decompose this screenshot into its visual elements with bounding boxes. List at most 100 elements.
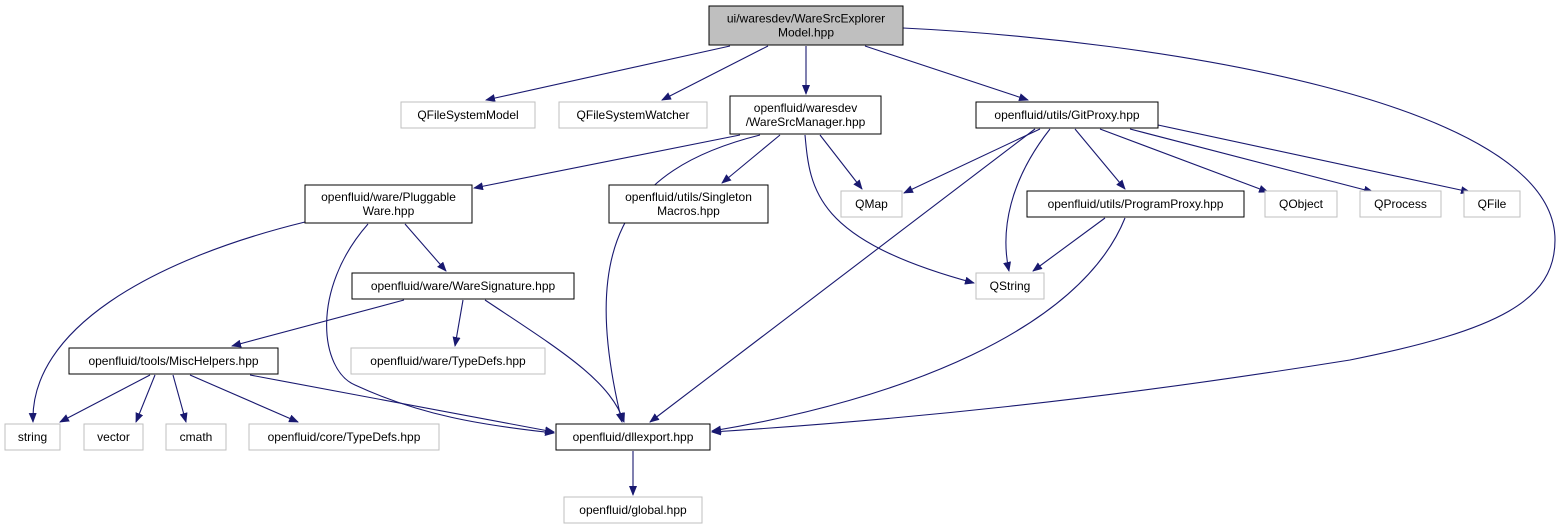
edge-gitproxy-to-qobject — [1099, 128, 1269, 193]
node-dllexport[interactable]: openfluid/dllexport.hpp — [555, 423, 711, 451]
node-global: openfluid/global.hpp — [563, 496, 703, 524]
node-qfsmodel: QFileSystemModel — [400, 101, 536, 129]
node-qfile: QFile — [1463, 190, 1521, 218]
node-box — [400, 101, 536, 129]
node-label: openfluid/utils/Singleton — [625, 190, 752, 204]
node-label: QProcess — [1374, 197, 1427, 211]
node-misc[interactable]: openfluid/tools/MiscHelpers.hpp — [68, 347, 279, 375]
edge-wsmanager-to-qmap — [819, 134, 863, 190]
node-label: Model.hpp — [778, 26, 834, 40]
edges-layer — [28, 27, 1556, 496]
edge-misc-to-string — [59, 374, 151, 423]
node-box — [840, 190, 903, 218]
node-label: openfluid/global.hpp — [579, 503, 687, 517]
edge-gitproxy-to-qstring — [1003, 128, 1051, 272]
edge-misc-to-cmath — [172, 374, 188, 423]
node-label: openfluid/tools/MiscHelpers.hpp — [88, 354, 258, 368]
node-coretypedefs: openfluid/core/TypeDefs.hpp — [248, 423, 440, 451]
node-box — [563, 496, 703, 524]
edge-gitproxy-to-qprocess — [1129, 128, 1374, 194]
node-box — [4, 423, 61, 451]
edge-root-to-qfsmodel — [485, 45, 731, 102]
node-label: Ware.hpp — [363, 204, 415, 218]
edge-gitproxy-to-qfile — [1157, 124, 1471, 195]
node-label: Macros.hpp — [657, 204, 720, 218]
node-label: openfluid/core/TypeDefs.hpp — [268, 430, 421, 444]
node-label: openfluid/ware/Pluggable — [321, 190, 456, 204]
edge-misc-to-coretypedefs — [189, 374, 299, 423]
node-label: QFileSystemWatcher — [577, 108, 690, 122]
node-box — [1026, 190, 1245, 218]
edge-root-to-dllexport — [711, 27, 1556, 436]
node-label: QString — [990, 279, 1031, 293]
node-label: QMap — [855, 197, 888, 211]
node-label: string — [18, 430, 47, 444]
edge-programproxy-to-qstring — [1032, 217, 1106, 272]
edge-wsmanager-to-singleton — [721, 134, 781, 184]
node-label: QObject — [1279, 197, 1324, 211]
edge-waresig-to-misc — [231, 299, 405, 348]
node-label: ui/waresdev/WareSrcExplorer — [727, 12, 885, 26]
edge-pluggable-to-string — [28, 221, 306, 423]
node-box — [165, 423, 227, 451]
nodes-layer: ui/waresdev/WareSrcExplorerModel.hppQFil… — [4, 5, 1521, 524]
node-vector: vector — [83, 423, 144, 451]
node-box — [248, 423, 440, 451]
node-box — [729, 95, 882, 135]
node-box — [975, 101, 1159, 129]
node-waretypedefs: openfluid/ware/TypeDefs.hpp — [350, 347, 546, 375]
node-box — [68, 347, 279, 375]
node-box — [555, 423, 711, 451]
node-label: openfluid/waresdev — [754, 101, 857, 115]
node-label: vector — [97, 430, 130, 444]
node-box — [1463, 190, 1521, 218]
node-qstring: QString — [975, 272, 1045, 300]
node-qmap: QMap — [840, 190, 903, 218]
node-label: openfluid/ware/WareSignature.hpp — [371, 279, 556, 293]
edge-root-to-gitproxy — [864, 45, 1029, 101]
edge-gitproxy-to-qmap — [903, 128, 1041, 194]
node-gitproxy[interactable]: openfluid/utils/GitProxy.hpp — [975, 101, 1159, 129]
node-waresig[interactable]: openfluid/ware/WareSignature.hpp — [351, 272, 575, 300]
node-label: QFileSystemModel — [417, 108, 518, 122]
node-label: QFile — [1478, 197, 1507, 211]
node-programproxy[interactable]: openfluid/utils/ProgramProxy.hpp — [1026, 190, 1245, 218]
edge-pluggable-to-dllexport — [326, 223, 555, 437]
node-box — [1359, 190, 1442, 218]
node-qprocess: QProcess — [1359, 190, 1442, 218]
node-box — [608, 184, 769, 224]
node-qfswatcher: QFileSystemWatcher — [558, 101, 708, 129]
node-box — [83, 423, 144, 451]
node-box — [304, 184, 473, 224]
edge-waresig-to-waretypedefs — [452, 299, 464, 347]
edge-wsmanager-to-qstring — [804, 134, 975, 285]
node-label: openfluid/dllexport.hpp — [573, 430, 694, 444]
node-cmath: cmath — [165, 423, 227, 451]
node-box — [351, 272, 575, 300]
node-wsmanager[interactable]: openfluid/waresdev/WareSrcManager.hpp — [729, 95, 882, 135]
node-box — [975, 272, 1045, 300]
edge-wsmanager-to-dllexport — [605, 134, 761, 423]
edge-root-to-qfswatcher — [661, 45, 769, 101]
edge-gitproxy-to-dllexport — [649, 128, 1036, 423]
edge-programproxy-to-dllexport — [711, 217, 1126, 434]
node-string: string — [4, 423, 61, 451]
node-label: openfluid/utils/ProgramProxy.hpp — [1048, 197, 1224, 211]
node-label: cmath — [180, 430, 213, 444]
edge-gitproxy-to-programproxy — [1074, 128, 1126, 190]
edge-misc-to-vector — [135, 374, 156, 423]
node-box — [708, 5, 904, 46]
edge-misc-to-dllexport — [249, 374, 555, 435]
edge-waresig-to-dllexport — [484, 299, 625, 423]
node-box — [350, 347, 546, 375]
node-label: openfluid/ware/TypeDefs.hpp — [370, 354, 526, 368]
edge-pluggable-to-waresig — [404, 223, 447, 272]
node-box — [558, 101, 708, 129]
node-label: /WareSrcManager.hpp — [746, 115, 866, 129]
edge-wsmanager-to-pluggable — [473, 134, 741, 191]
node-label: openfluid/utils/GitProxy.hpp — [994, 108, 1140, 122]
